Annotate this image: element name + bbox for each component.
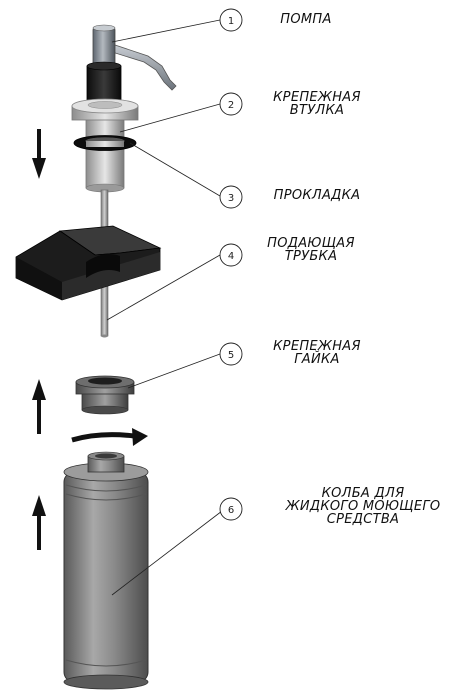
label-feed-tube: ПОДАЮЩАЯ ТРУБКА bbox=[256, 237, 366, 263]
label-line: СРЕДСТВА bbox=[326, 512, 400, 527]
callout-number: 3 bbox=[228, 193, 234, 204]
label-line: КРЕПЕЖНАЯ bbox=[273, 90, 361, 105]
label-soap-bottle: КОЛБА ДЛЯ ЖИДКОГО МОЮЩЕГО СРЕДСТВА bbox=[268, 487, 458, 526]
leader-lines bbox=[106, 19, 223, 596]
label-line: ПОМПА bbox=[280, 12, 332, 27]
label-line: ГАЙКА bbox=[294, 352, 340, 367]
mounting-sleeve-part bbox=[71, 98, 139, 193]
down-arrow-icon bbox=[32, 129, 46, 179]
callout-number: 1 bbox=[228, 16, 234, 27]
mounting-nut-part bbox=[75, 375, 135, 415]
label-mounting-nut: КРЕПЕЖНАЯ ГАЙКА bbox=[262, 340, 372, 366]
callout-2: 2 bbox=[219, 92, 243, 116]
countertop-block bbox=[15, 225, 162, 301]
up-arrow-icon bbox=[32, 379, 46, 434]
leader-line-2 bbox=[119, 103, 221, 133]
label-line: ПРОКЛАДКА bbox=[273, 188, 361, 203]
label-line: ПОДАЮЩАЯ bbox=[267, 236, 355, 251]
callout-number: 5 bbox=[228, 350, 234, 361]
label-pump: ПОМПА bbox=[266, 13, 346, 26]
callout-number: 2 bbox=[228, 100, 234, 111]
callout-number: 6 bbox=[228, 505, 234, 516]
up-arrow-icon bbox=[32, 495, 46, 550]
label-gasket: ПРОКЛАДКА bbox=[262, 189, 372, 202]
label-line: КОЛБА ДЛЯ bbox=[321, 486, 405, 501]
leader-line-3 bbox=[129, 142, 221, 197]
label-mounting-sleeve: КРЕПЕЖНАЯ ВТУЛКА bbox=[262, 91, 372, 117]
callout-number: 4 bbox=[228, 251, 234, 262]
callout-6: 6 bbox=[219, 497, 243, 521]
leader-line-1 bbox=[111, 19, 221, 43]
soap-bottle-part bbox=[63, 451, 149, 690]
label-line: КРЕПЕЖНАЯ bbox=[273, 339, 361, 354]
label-line: ЖИДКОГО МОЮЩЕГО bbox=[285, 499, 441, 514]
leader-line-6 bbox=[111, 510, 223, 596]
gasket-part bbox=[73, 135, 137, 151]
callout-3: 3 bbox=[219, 185, 243, 209]
label-line: ТРУБКА bbox=[284, 249, 338, 264]
callout-1: 1 bbox=[219, 8, 243, 32]
leader-line-4 bbox=[106, 254, 221, 321]
label-line: ВТУЛКА bbox=[289, 103, 345, 118]
leader-line-5 bbox=[127, 353, 221, 389]
callout-4: 4 bbox=[219, 243, 243, 267]
callout-5: 5 bbox=[219, 342, 243, 366]
rotate-arrow-icon bbox=[71, 428, 148, 446]
